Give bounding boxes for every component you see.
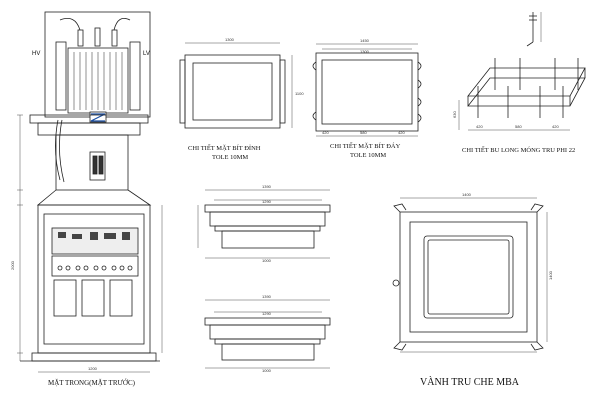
control-panel: [51, 227, 139, 255]
switchgear-cabinet: [37, 204, 151, 354]
ring-inner: [423, 235, 514, 319]
mid-bot-w1: 1390: [262, 294, 272, 299]
cabinet-base: [31, 352, 157, 362]
bottom-plate-d2: 580: [360, 130, 367, 135]
cabinet-shoulder: [36, 189, 152, 206]
panel-devices: [58, 232, 130, 240]
ring-h-dim: 1400: [548, 270, 553, 280]
feeder-compartments: [53, 279, 133, 317]
front-view: HV LV: [10, 11, 163, 387]
top-plate-h-dim: 1100: [295, 91, 304, 96]
mid-bot-w2: 1290: [262, 311, 272, 316]
bolt-frame: [467, 67, 586, 97]
mid-top-w3: 1000: [262, 258, 272, 263]
ring-outer: [399, 211, 538, 343]
bolt-d3: 420: [552, 124, 559, 129]
bolt-icon: [526, 12, 542, 47]
mid-bot-w3: 1000: [262, 368, 272, 373]
bolt-h-dim: 630: [452, 111, 457, 118]
top-plate-detail: 1300 1100 CHI TIẾT MẶT BÍT ĐỈNH TOLE 10M…: [179, 37, 304, 161]
bottom-plate-sub: TOLE 10MM: [350, 152, 386, 159]
anchor-bolts: [477, 58, 579, 118]
bolt-d2: 580: [515, 124, 522, 129]
bottom-plate-outer: [315, 52, 419, 132]
lv-label: LV: [143, 51, 150, 57]
anchor-bolt-detail: 420 580 420 630 CHI TIẾT BU LONG MÓNG TR…: [452, 12, 586, 154]
breaker-row: [51, 255, 139, 277]
front-view-caption: MẶT TRONG(MẶT TRƯỚC): [48, 379, 136, 387]
ring-detail: 1400 1400 VÀNH TRU CHE MBA: [392, 192, 553, 388]
bottom-plate-w-dim: 1450: [360, 38, 370, 43]
radiator-fins: [73, 52, 123, 110]
anchor-bolt-caption: CHI TIẾT BU LONG MÓNG TRU PHI 22: [462, 146, 575, 154]
front-width-dim: 1200: [88, 366, 98, 371]
bushings: [55, 17, 141, 111]
ring-caption: VÀNH TRU CHE MBA: [420, 376, 520, 388]
bolt-slots: [312, 61, 422, 123]
top-plate-caption: CHI TIẾT MẶT BÍT ĐỈNH: [188, 144, 261, 152]
top-flange: [29, 114, 149, 124]
ring-w-dim: 1400: [462, 192, 472, 197]
top-plate-outer: [184, 54, 281, 129]
bottom-plate-detail: 1450 1300 420 580 420 CHI TIẾT MẶT BÍT Đ…: [312, 38, 422, 159]
bolt-d1: 420: [476, 124, 483, 129]
bottom-plate-d1: 420: [322, 130, 329, 135]
hv-label: HV: [32, 51, 40, 57]
front-height-dim: 2000: [10, 260, 15, 270]
top-plate-w-dim: 1300: [225, 37, 235, 42]
ring-corner-tabs: [393, 203, 544, 351]
bottom-plate-caption: CHI TIẾT MẶT BÍT ĐÁY: [330, 142, 401, 150]
mid-top-w1: 1390: [262, 184, 272, 189]
company-logo: [89, 111, 107, 123]
section-view-top: 1390 1290 1000: [197, 184, 331, 263]
bottom-plate-d3: 420: [398, 130, 405, 135]
top-plate-sub: TOLE 10MM: [212, 154, 248, 161]
front-dimension-lines: [17, 114, 163, 373]
column-pipe: [55, 134, 129, 191]
section-view-bottom: 1390 1290 1000: [204, 294, 331, 373]
mid-top-w2: 1290: [262, 199, 272, 204]
bottom-plate-inner-dim: 1300: [360, 49, 370, 54]
